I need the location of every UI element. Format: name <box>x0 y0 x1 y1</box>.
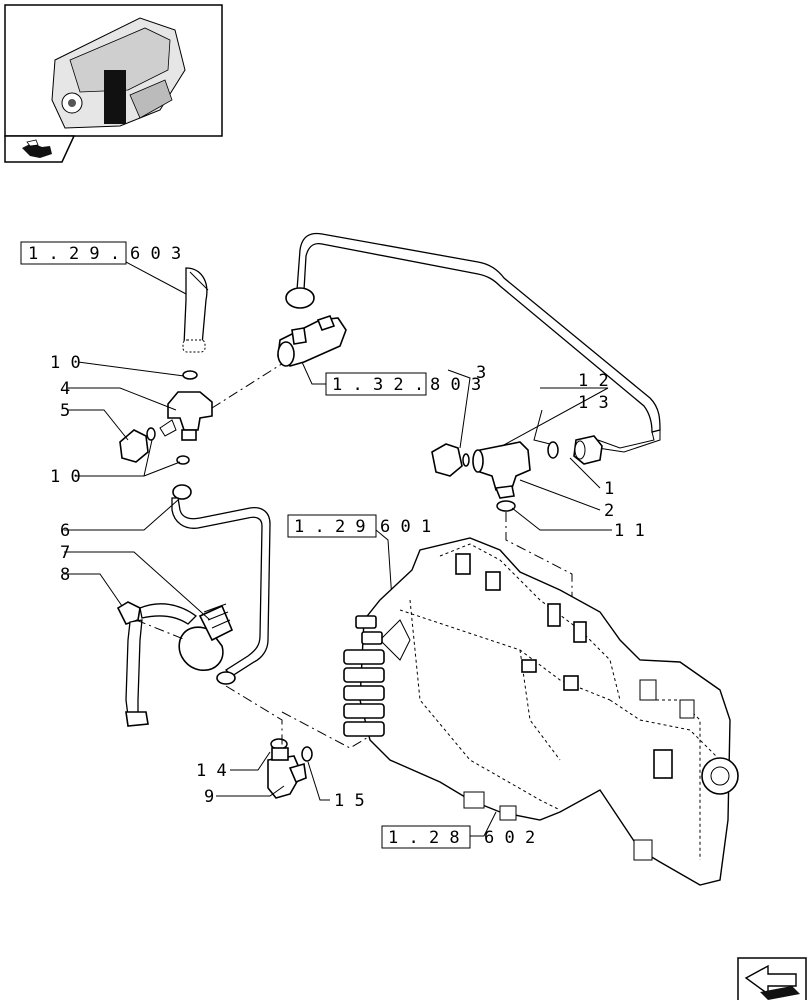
leader-ref-3 <box>375 529 393 601</box>
cap-5 <box>119 427 156 463</box>
ref-3-a: 1 . 2 9 <box>294 517 366 537</box>
ref-2-a: 1 . 3 2 . <box>332 375 424 395</box>
label-3: 3 <box>476 363 486 383</box>
label-11: 1 1 <box>614 521 645 541</box>
folder-arrow-icon[interactable] <box>4 135 76 163</box>
tee-fitting-4 <box>159 391 213 441</box>
pipe-8 <box>116 601 197 727</box>
elbow-9 <box>267 747 307 799</box>
leader-lines <box>64 361 612 801</box>
label-7: 7 <box>60 543 70 563</box>
ref-1-b: 6 0 3 <box>130 244 181 264</box>
label-1: 1 <box>604 479 614 499</box>
centerline-3 <box>135 619 187 641</box>
ref-box-2[interactable]: 1 . 3 2 . 8 0 3 <box>325 372 481 396</box>
centerline-1 <box>211 359 289 409</box>
next-page-arrow-icon[interactable] <box>737 957 807 1000</box>
ref-2-b: 8 0 3 <box>430 375 481 395</box>
leader-ref-4 <box>470 811 497 837</box>
label-10-lower: 1 0 <box>50 467 81 487</box>
centerline-4 <box>225 685 283 748</box>
ref-4-b: 6 0 2 <box>484 828 535 848</box>
label-12: 1 2 <box>578 371 609 391</box>
o-ring-10-upper <box>182 370 198 380</box>
ref-box-4[interactable]: 1 . 2 8 6 0 2 <box>381 825 535 849</box>
hose-upper-left <box>182 267 209 353</box>
thumbnail-box <box>4 4 223 137</box>
control-valve-assembly <box>343 537 739 886</box>
elbow-connector <box>277 315 347 367</box>
o-ring-11 <box>496 500 516 512</box>
o-ring-small <box>462 453 470 467</box>
pipe-6 <box>171 484 271 685</box>
label-10-upper: 1 0 <box>50 353 81 373</box>
ref-1-a: 1 . 2 9 . <box>28 244 120 264</box>
label-9: 9 <box>204 787 214 807</box>
tee-fitting-2 <box>472 441 531 499</box>
pipe-top <box>285 232 661 453</box>
o-ring-13 <box>547 441 559 459</box>
leader-ref-2 <box>301 361 326 385</box>
ref-4-a: 1 . 2 8 <box>388 828 460 848</box>
elbow-7 <box>178 603 234 671</box>
label-6: 6 <box>60 521 70 541</box>
label-13: 1 3 <box>578 393 609 413</box>
ref-box-1[interactable]: 1 . 2 9 . 6 0 3 <box>20 241 181 265</box>
label-8: 8 <box>60 565 70 585</box>
ref-box-3[interactable]: 1 . 2 9 6 0 1 <box>287 514 431 538</box>
ref-3-b: 6 0 1 <box>380 517 431 537</box>
o-ring-15 <box>301 746 313 762</box>
leader-ref-1 <box>125 261 189 296</box>
label-5: 5 <box>60 401 70 421</box>
transmission-thumbnail <box>51 17 186 129</box>
valve-stack <box>343 615 385 737</box>
label-4: 4 <box>60 379 70 399</box>
label-2: 2 <box>604 501 614 521</box>
label-14: 1 4 <box>196 761 227 781</box>
o-ring-10-lower <box>176 455 190 465</box>
label-15: 1 5 <box>334 791 365 811</box>
cap-3 <box>431 443 463 477</box>
